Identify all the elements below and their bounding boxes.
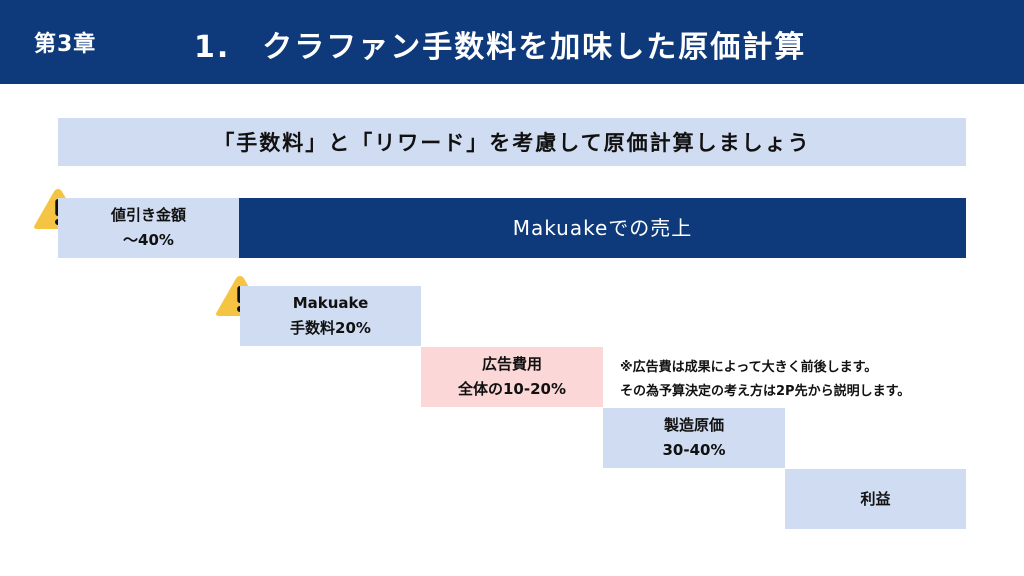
platform-fee-value: 手数料20% xyxy=(290,319,371,337)
note-line-1: ※広告費は成果によって大きく前後します。 xyxy=(620,360,878,375)
sales-box: Makuakeでの売上 xyxy=(239,198,966,258)
sales-label: Makuakeでの売上 xyxy=(512,215,693,240)
manufacturing-cost-box: 製造原価 30-40% xyxy=(603,408,785,468)
ad-cost-box: 広告費用 全体の10-20% xyxy=(421,347,603,407)
ad-cost-note: ※広告費は成果によって大きく前後します。 その為予算決定の考え方は2P先から説明… xyxy=(620,356,910,404)
note-line-2: その為予算決定の考え方は2P先から説明します。 xyxy=(620,384,911,399)
header-bar: 第3章 1. クラファン手数料を加味した原価計算 xyxy=(0,0,1024,84)
profit-label: 利益 xyxy=(860,489,891,508)
ad-cost-value: 全体の10-20% xyxy=(457,380,566,398)
discount-label: 値引き金額 xyxy=(110,206,186,224)
platform-fee-label: Makuake xyxy=(292,294,369,312)
ad-cost-label: 広告費用 xyxy=(481,355,542,373)
subtitle-banner: 「手数料」と「リワード」を考慮して原価計算しましょう xyxy=(58,118,966,166)
profit-box: 利益 xyxy=(785,469,966,529)
chapter-label: 第3章 xyxy=(34,32,97,57)
page-title: 1. クラファン手数料を加味した原価計算 xyxy=(194,30,807,65)
discount-value: 〜40% xyxy=(123,231,174,249)
discount-box: 値引き金額 〜40% xyxy=(58,198,239,258)
manufacturing-cost-label: 製造原価 xyxy=(663,416,724,434)
manufacturing-cost-value: 30-40% xyxy=(662,441,726,459)
platform-fee-box: Makuake 手数料20% xyxy=(240,286,421,346)
